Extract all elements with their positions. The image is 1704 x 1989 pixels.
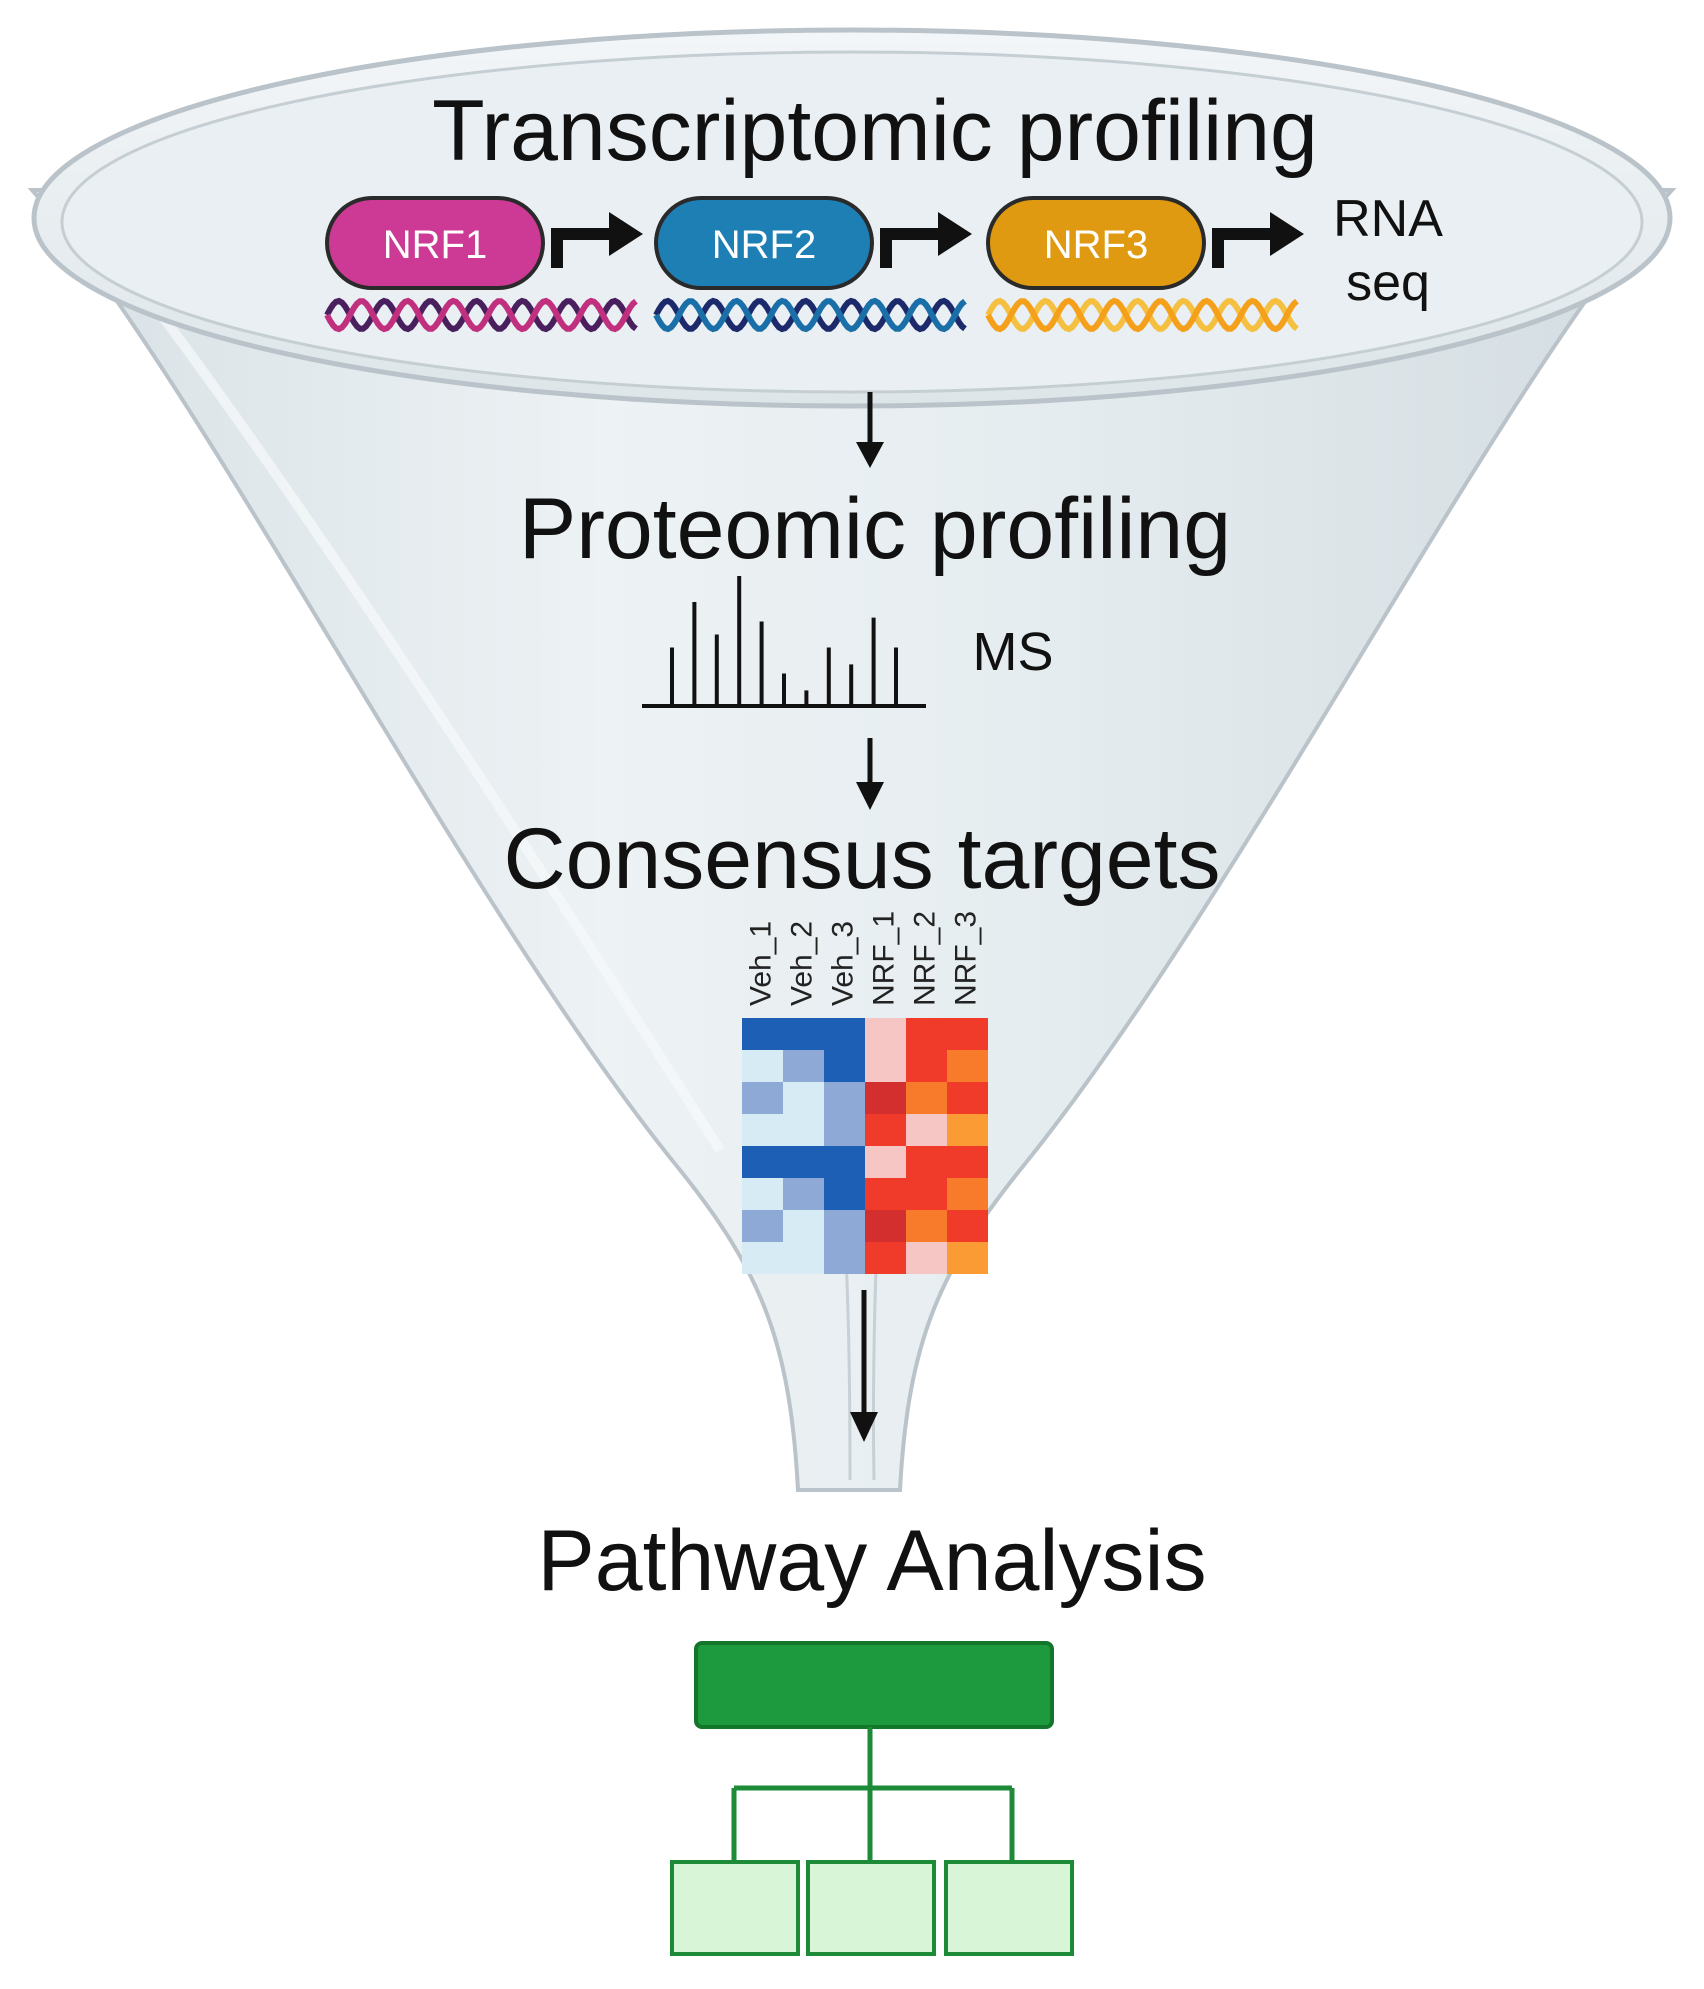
promoter-arrow-head — [609, 212, 643, 256]
heatmap-cell — [865, 1018, 906, 1050]
nrf-pill — [986, 196, 1206, 290]
nrf-pill — [654, 196, 874, 290]
dna-strand-front — [653, 297, 967, 333]
dna-strand-front — [985, 297, 1299, 333]
heatmap-cell — [824, 1050, 865, 1082]
heatmap-cell — [865, 1050, 906, 1082]
dna-strand-back — [653, 297, 967, 333]
heatmap-cell — [865, 1242, 906, 1274]
heatmap-cell — [865, 1114, 906, 1146]
ms-label: MS — [973, 622, 1054, 682]
dna-strand-back — [985, 297, 1299, 333]
nrf-factor-row: NRF1 NRF2 NRF3 — [324, 196, 1304, 333]
funnel-body — [27, 188, 1677, 1492]
dna-strand-front — [324, 297, 638, 333]
heatmap-cell — [742, 1210, 783, 1242]
heatmap-cell — [906, 1050, 947, 1082]
stage-title-pathway: Pathway Analysis — [537, 1513, 1206, 1609]
heatmap-cell — [742, 1050, 783, 1082]
promoter-arrow-head — [938, 212, 972, 256]
promoter-arrow — [551, 228, 615, 268]
heatmap-cell — [742, 1082, 783, 1114]
heatmap-cell — [824, 1018, 865, 1050]
promoter-arrow — [880, 228, 944, 268]
heatmap-cell — [824, 1114, 865, 1146]
heatmap-cell — [906, 1082, 947, 1114]
heatmap-cell — [947, 1082, 988, 1114]
arrow-down-2 — [856, 738, 884, 810]
heatmap-cell — [865, 1146, 906, 1178]
heatmap-cell — [947, 1242, 988, 1274]
ms-spectrum — [642, 576, 926, 708]
heatmap-cell — [947, 1114, 988, 1146]
heatmap-cell — [865, 1082, 906, 1114]
heatmap-cell — [824, 1082, 865, 1114]
heatmap-cell — [906, 1146, 947, 1178]
heatmap-column-label: NRF_3 — [950, 911, 983, 1006]
heatmap-cell — [906, 1178, 947, 1210]
heatmap-cell — [906, 1114, 947, 1146]
heatmap-cell — [742, 1242, 783, 1274]
stage-title-consensus: Consensus targets — [503, 811, 1220, 907]
nrf-label: NRF1 — [383, 223, 487, 267]
heatmap-cell — [783, 1018, 824, 1050]
heatmap-cell — [947, 1210, 988, 1242]
heatmap-cell — [783, 1210, 824, 1242]
heatmap-cell — [824, 1178, 865, 1210]
heatmap-column-label: Veh_2 — [786, 921, 819, 1006]
funnel-inner-shadow — [116, 256, 725, 1153]
nrf-pill — [325, 196, 545, 290]
heatmap-cell — [742, 1114, 783, 1146]
heatmap-cell — [742, 1018, 783, 1050]
heatmap-cell — [824, 1210, 865, 1242]
heatmap-cell — [947, 1018, 988, 1050]
heatmap-cell — [783, 1242, 824, 1274]
nrf-label: NRF2 — [712, 223, 816, 267]
heatmap-cell — [947, 1146, 988, 1178]
pathway-root-node — [694, 1641, 1054, 1729]
nrf-factor-2: NRF2 — [653, 196, 972, 333]
dna-strand-back — [324, 297, 638, 333]
heatmap-column-label: NRF_1 — [868, 911, 901, 1006]
pathway-child-node-2 — [806, 1860, 936, 1956]
heatmap-cell — [783, 1050, 824, 1082]
arrow-down-1 — [856, 392, 884, 468]
promoter-arrow — [1212, 228, 1276, 268]
pathway-child-node-3 — [944, 1860, 1074, 1956]
heatmap-cell — [906, 1210, 947, 1242]
pathway-tree — [670, 1641, 1074, 1956]
heatmap-cell — [947, 1178, 988, 1210]
stage-title-transcriptomic: Transcriptomic profiling — [432, 83, 1318, 179]
heatmap-column-label: Veh_3 — [827, 921, 860, 1006]
pathway-child-node-1 — [670, 1860, 800, 1956]
heatmap-cell — [824, 1146, 865, 1178]
heatmap-cell — [865, 1210, 906, 1242]
rnaseq-label-line2: seq — [1346, 254, 1430, 312]
heatmap-cell — [783, 1146, 824, 1178]
heatmap-cell — [906, 1242, 947, 1274]
heatmap-cell — [783, 1114, 824, 1146]
arrow-down-3 — [850, 1290, 878, 1442]
nrf-label: NRF3 — [1044, 223, 1148, 267]
heatmap-cell — [783, 1082, 824, 1114]
heatmap-cell — [906, 1018, 947, 1050]
heatmap-cell — [742, 1146, 783, 1178]
promoter-arrow-head — [1270, 212, 1304, 256]
rnaseq-label-line1: RNA — [1333, 190, 1443, 248]
stage-title-proteomic: Proteomic profiling — [519, 481, 1231, 577]
heatmap-column-label: NRF_2 — [909, 911, 942, 1006]
heatmap-column-label: Veh_1 — [745, 921, 778, 1006]
heatmap-cell — [824, 1242, 865, 1274]
heatmap-cell — [783, 1178, 824, 1210]
heatmap-cell — [742, 1178, 783, 1210]
heatmap-cell — [947, 1050, 988, 1082]
nrf-factor-1: NRF1 — [324, 196, 643, 333]
nrf-factor-3: NRF3 — [985, 196, 1304, 333]
heatmap-cell — [865, 1178, 906, 1210]
